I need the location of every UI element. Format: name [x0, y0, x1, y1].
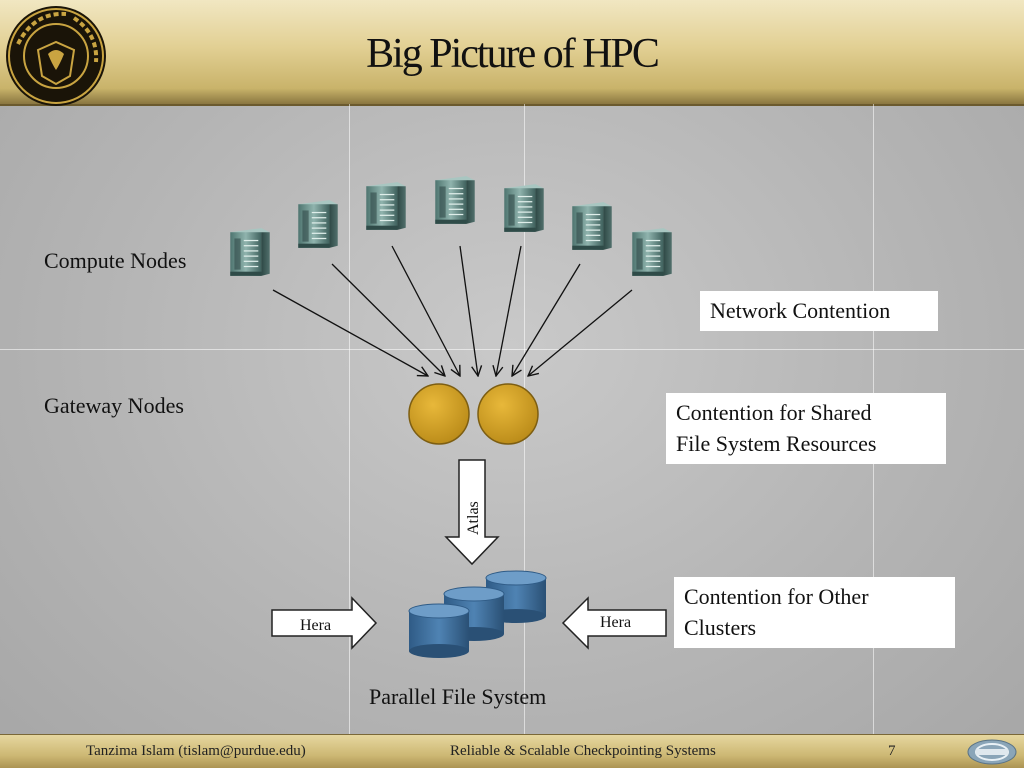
callout-text-line: Clusters	[684, 615, 757, 640]
header-bar	[0, 0, 1024, 106]
network-contention-callout: Network Contention	[700, 291, 938, 331]
gateway-node-circle	[408, 383, 470, 445]
hera-right-arrow	[561, 596, 667, 650]
compute-node-server-icon	[229, 227, 271, 277]
page-number: 7	[888, 743, 896, 759]
compute-nodes-label: Compute Nodes	[44, 248, 187, 273]
footer-talk-title: Reliable & Scalable Checkpointing System…	[450, 743, 716, 759]
parallel-file-system-label: Parallel File System	[369, 684, 547, 709]
shared-fs-contention-callout: Contention for Shared File System Resour…	[666, 393, 946, 464]
callout-text-line: Contention for Shared	[676, 400, 872, 425]
atlas-arrow	[444, 459, 500, 566]
atlas-label: Atlas	[465, 501, 482, 535]
grid-line	[349, 104, 350, 736]
callout-text-line: File System Resources	[676, 431, 877, 456]
compute-node-server-icon	[631, 227, 673, 277]
hera-left-arrow	[271, 596, 378, 650]
arrow	[496, 245, 522, 376]
arrow	[272, 289, 428, 376]
compute-node-server-icon	[434, 175, 476, 225]
gateway-node-circle	[477, 383, 539, 445]
slide-title: Big Picture of HPC	[366, 31, 660, 77]
hera-left-label: Hera	[300, 617, 331, 634]
dcsl-logo-icon	[967, 739, 1017, 765]
compute-node-server-icon	[297, 199, 339, 249]
network-arrows	[272, 245, 633, 376]
storage-cylinder-icon	[408, 603, 470, 658]
callout-text: Network Contention	[710, 298, 891, 323]
footer-author: Tanzima Islam (tislam@purdue.edu)	[86, 743, 306, 759]
compute-node-server-icon	[365, 181, 407, 231]
arrow	[512, 263, 581, 376]
callout-text-line: Contention for Other	[684, 584, 869, 609]
arrow	[391, 245, 460, 376]
arrow	[528, 289, 633, 376]
compute-node-server-icon	[503, 183, 545, 233]
other-clusters-contention-callout: Contention for Other Clusters	[674, 577, 955, 648]
purdue-logo	[6, 6, 106, 106]
gateway-nodes-label: Gateway Nodes	[44, 393, 184, 418]
hera-right-label: Hera	[600, 614, 631, 631]
arrow	[459, 245, 478, 376]
footer-bar: Tanzima Islam (tislam@purdue.edu) Reliab…	[0, 734, 1024, 768]
arrow	[331, 263, 445, 376]
compute-node-server-icon	[571, 201, 613, 251]
grid-line	[0, 349, 1024, 350]
